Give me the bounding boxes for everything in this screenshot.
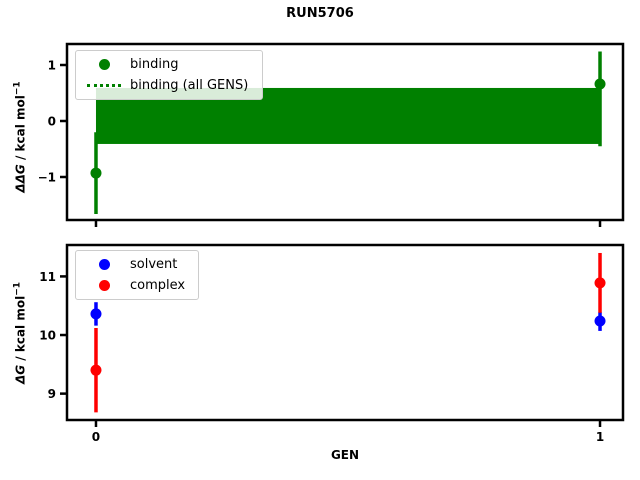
axes-frame — [65, 243, 625, 422]
legend-label-binding: binding — [130, 57, 179, 72]
y-tick-label: 9 — [48, 387, 56, 401]
axes-frame — [65, 42, 625, 222]
top-y-axis-label: ΔΔG / kcal mol−1 — [13, 81, 28, 192]
legend-label-binding-all-gens: binding (all GENS) — [130, 78, 249, 93]
y-tick-label: 0 — [48, 114, 56, 128]
x-tick-label: 1 — [596, 430, 604, 444]
legend-label-solvent: solvent — [130, 257, 178, 272]
data-point-complex — [594, 277, 606, 289]
y-tick-label: 11 — [39, 270, 56, 284]
data-point-binding — [594, 78, 606, 90]
data-point-complex — [90, 364, 102, 376]
bottom-y-axis-label-sup: −1 — [12, 281, 23, 296]
bottom-legend: solvent complex — [75, 250, 199, 300]
solvent-marker-icon — [98, 259, 110, 270]
legend-label-complex: complex — [130, 278, 186, 293]
legend-item-solvent: solvent — [84, 254, 190, 275]
data-point-binding — [90, 167, 102, 179]
complex-marker-icon — [98, 280, 110, 291]
binding-marker-icon — [98, 59, 110, 70]
bottom-y-axis-label-math: ΔG — [13, 364, 28, 385]
legend-item-binding-all-gens: binding (all GENS) — [84, 75, 254, 96]
legend-item-binding: binding — [84, 54, 254, 75]
bottom-y-axis-label: ΔG / kcal mol−1 — [13, 282, 28, 384]
x-tick-label: 0 — [92, 430, 100, 444]
top-y-axis-label-unit: / kcal mol — [13, 95, 28, 165]
x-axis-label: GEN — [330, 448, 360, 462]
y-tick-label: 1 — [48, 58, 56, 72]
figure-title: RUN5706 — [286, 6, 354, 21]
top-y-axis-label-math: ΔΔG — [13, 164, 28, 193]
legend-item-complex: complex — [84, 275, 190, 296]
data-point-solvent — [594, 315, 606, 327]
top-legend: binding binding (all GENS) — [75, 50, 263, 100]
data-point-solvent — [90, 308, 102, 320]
top-y-axis-label-sup: −1 — [12, 81, 23, 96]
bottom-y-axis-label-unit: / kcal mol — [13, 295, 28, 365]
y-tick-label: 10 — [39, 329, 56, 343]
y-tick-label: −1 — [38, 170, 56, 184]
dotted-line-icon — [87, 84, 121, 87]
